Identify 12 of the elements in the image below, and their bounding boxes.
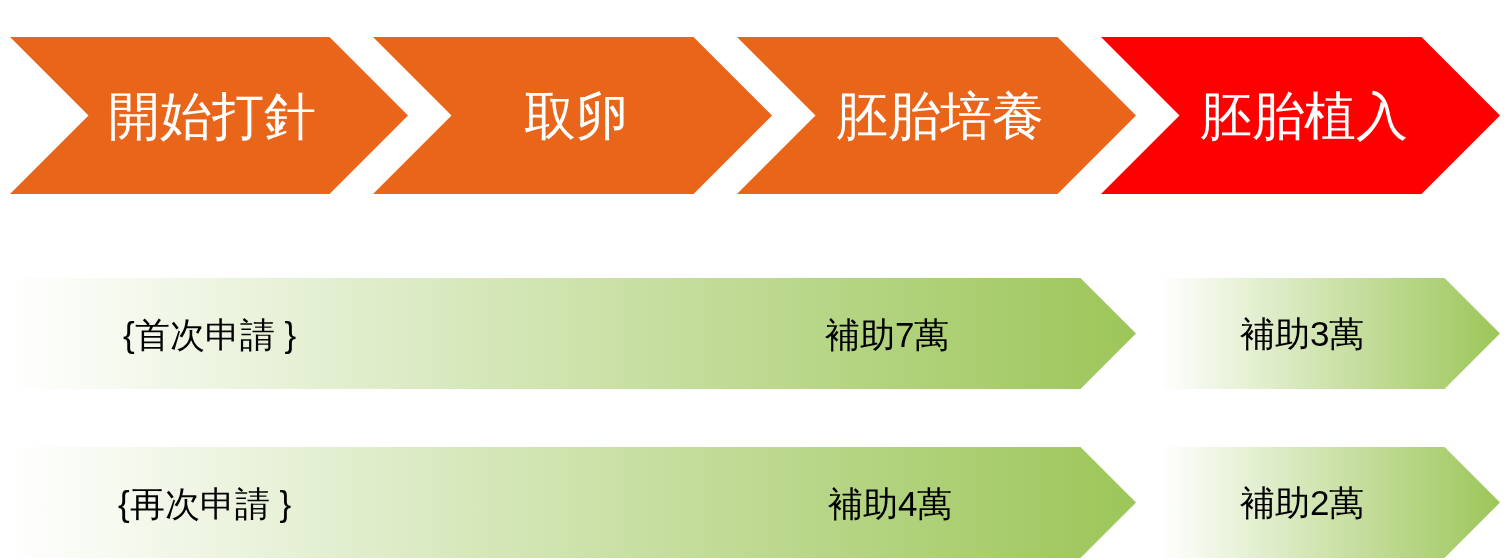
step-label: 胚胎培養 <box>835 89 1044 142</box>
band-label: 補助7萬 <box>825 316 950 351</box>
band-label: 補助3萬 <box>1240 316 1365 351</box>
chevron-step <box>10 37 408 194</box>
chevron-step <box>737 37 1136 194</box>
step-label: 胚胎植入 <box>1199 89 1408 142</box>
chevron-step <box>373 37 772 194</box>
band-label: 補助2萬 <box>1240 485 1365 520</box>
band-label: 補助4萬 <box>828 485 953 520</box>
step-label: 取卵 <box>523 89 628 142</box>
chevron-step <box>1101 37 1500 194</box>
step-label: 開始打針 <box>108 89 316 142</box>
